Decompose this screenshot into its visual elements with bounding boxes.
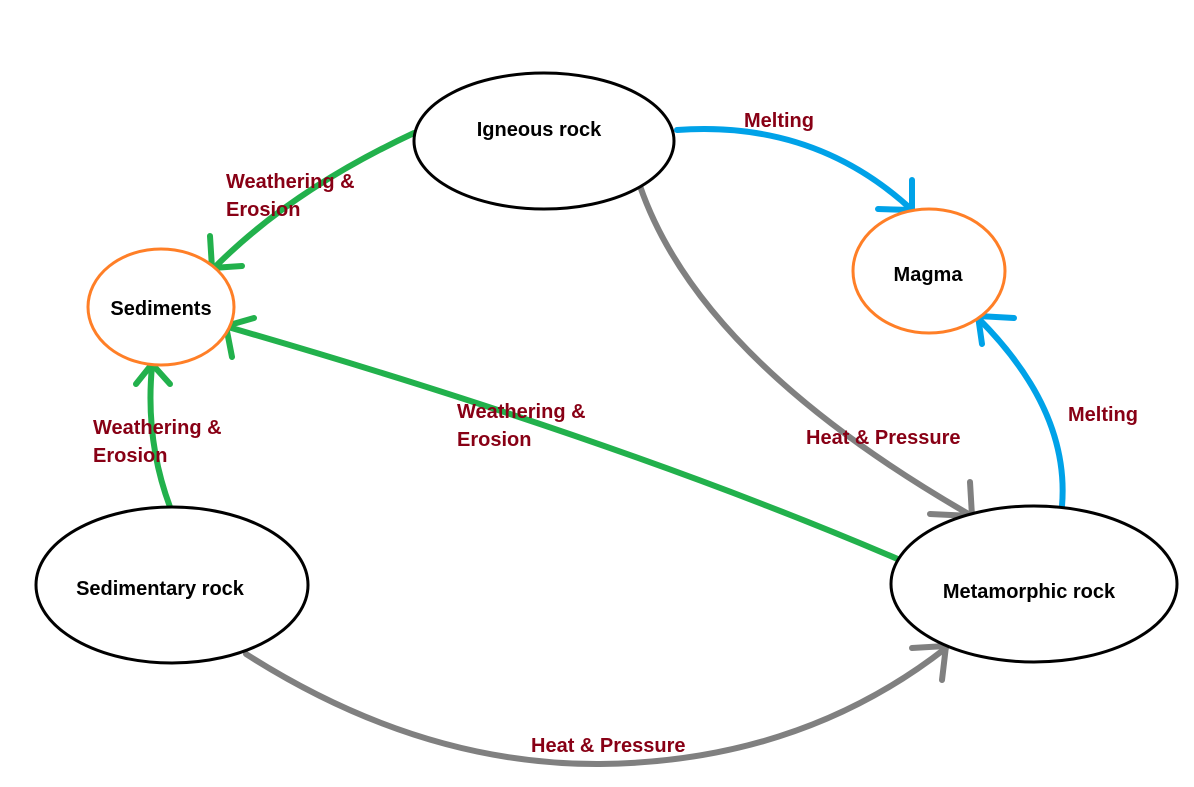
label-metamorphic-to-magma: Melting [1068,404,1138,426]
label-igneous-to-metamorphic: Heat & Pressure [806,427,961,449]
label-metamorphic-to-sediments-line2: Erosion [457,429,531,451]
edge-sedimentary-to-sediments [147,363,173,510]
label-sedimentary-to-sediments-line2: Erosion [93,445,167,467]
edge-metamorphic-to-sediments [225,324,903,563]
label-igneous-to-sediments-line1: Weathering & [226,171,355,193]
node-igneous-rock [412,71,676,211]
label-igneous-to-magma: Melting [744,110,814,132]
label-metamorphic-to-sediments-line1: Weathering & [457,401,586,423]
edge-sedimentary-to-metamorphic [243,645,949,768]
node-magma [851,207,1007,335]
node-sedimentary-rock [34,505,310,665]
label-sedimentary-to-metamorphic: Heat & Pressure [531,735,686,757]
node-metamorphic-rock-label: Metamorphic rock [943,581,1116,603]
edge-metamorphic-to-magma [975,315,1066,509]
node-sediments [86,247,236,367]
label-sedimentary-to-sediments-line1: Weathering & [93,417,222,439]
edge-igneous-to-magma [674,126,915,213]
node-magma-label: Magma [894,264,964,286]
label-igneous-to-sediments-line2: Erosion [226,199,300,221]
node-sediments-label: Sediments [110,298,211,320]
node-metamorphic-rock [889,504,1179,664]
edge-igneous-to-metamorphic [637,183,975,519]
node-igneous-rock-label: Igneous rock [477,119,602,141]
node-sedimentary-rock-label: Sedimentary rock [76,578,245,600]
edge-igneous-to-sediments [213,130,417,269]
